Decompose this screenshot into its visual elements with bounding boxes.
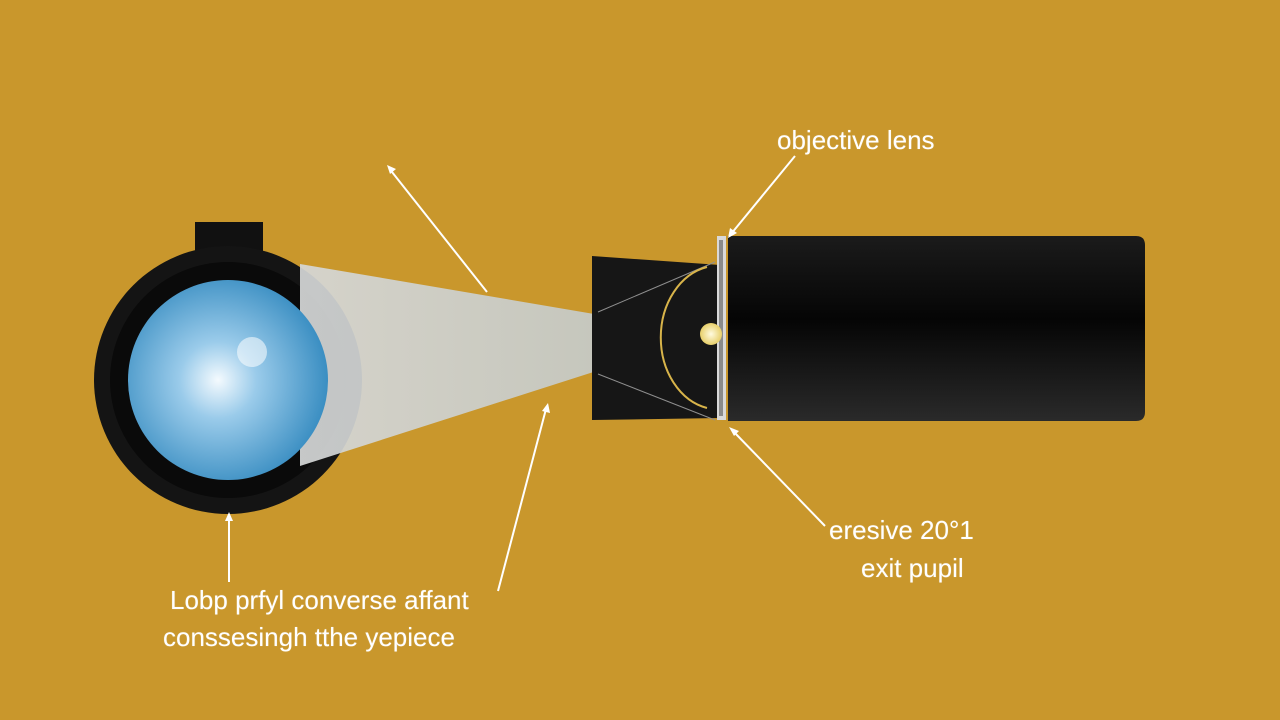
- arrow-beam: [497, 408, 547, 592]
- objective-lens-label: objective lens: [777, 125, 935, 155]
- telescope-tube: [717, 236, 1145, 421]
- pointer-arrows: [225, 155, 826, 592]
- exit-pupil-arc: [659, 266, 708, 409]
- exit-pupil-spot: [700, 323, 722, 345]
- light-cone: [300, 264, 712, 466]
- eye-lens-glass: [128, 280, 328, 480]
- eye-lens: [128, 280, 328, 480]
- rear-housing: [592, 256, 720, 421]
- tube-body: [728, 236, 1145, 421]
- eyepiece-caption-line2: conssesingh tthe yepiece: [163, 622, 455, 652]
- exit-pupil-label-line2: exit pupil: [861, 553, 964, 583]
- rear-housing-body: [592, 256, 720, 420]
- arrow-up-left: [391, 171, 488, 293]
- arrow-exit-pupil: [732, 430, 826, 527]
- arrow-objective-lens: [730, 155, 796, 235]
- exit-pupil-label-line1: eresive 20°1: [829, 515, 974, 545]
- eyepiece-caption-line1: Lobp prfyl converse affant: [170, 585, 469, 615]
- eye-lens-highlight: [237, 337, 267, 367]
